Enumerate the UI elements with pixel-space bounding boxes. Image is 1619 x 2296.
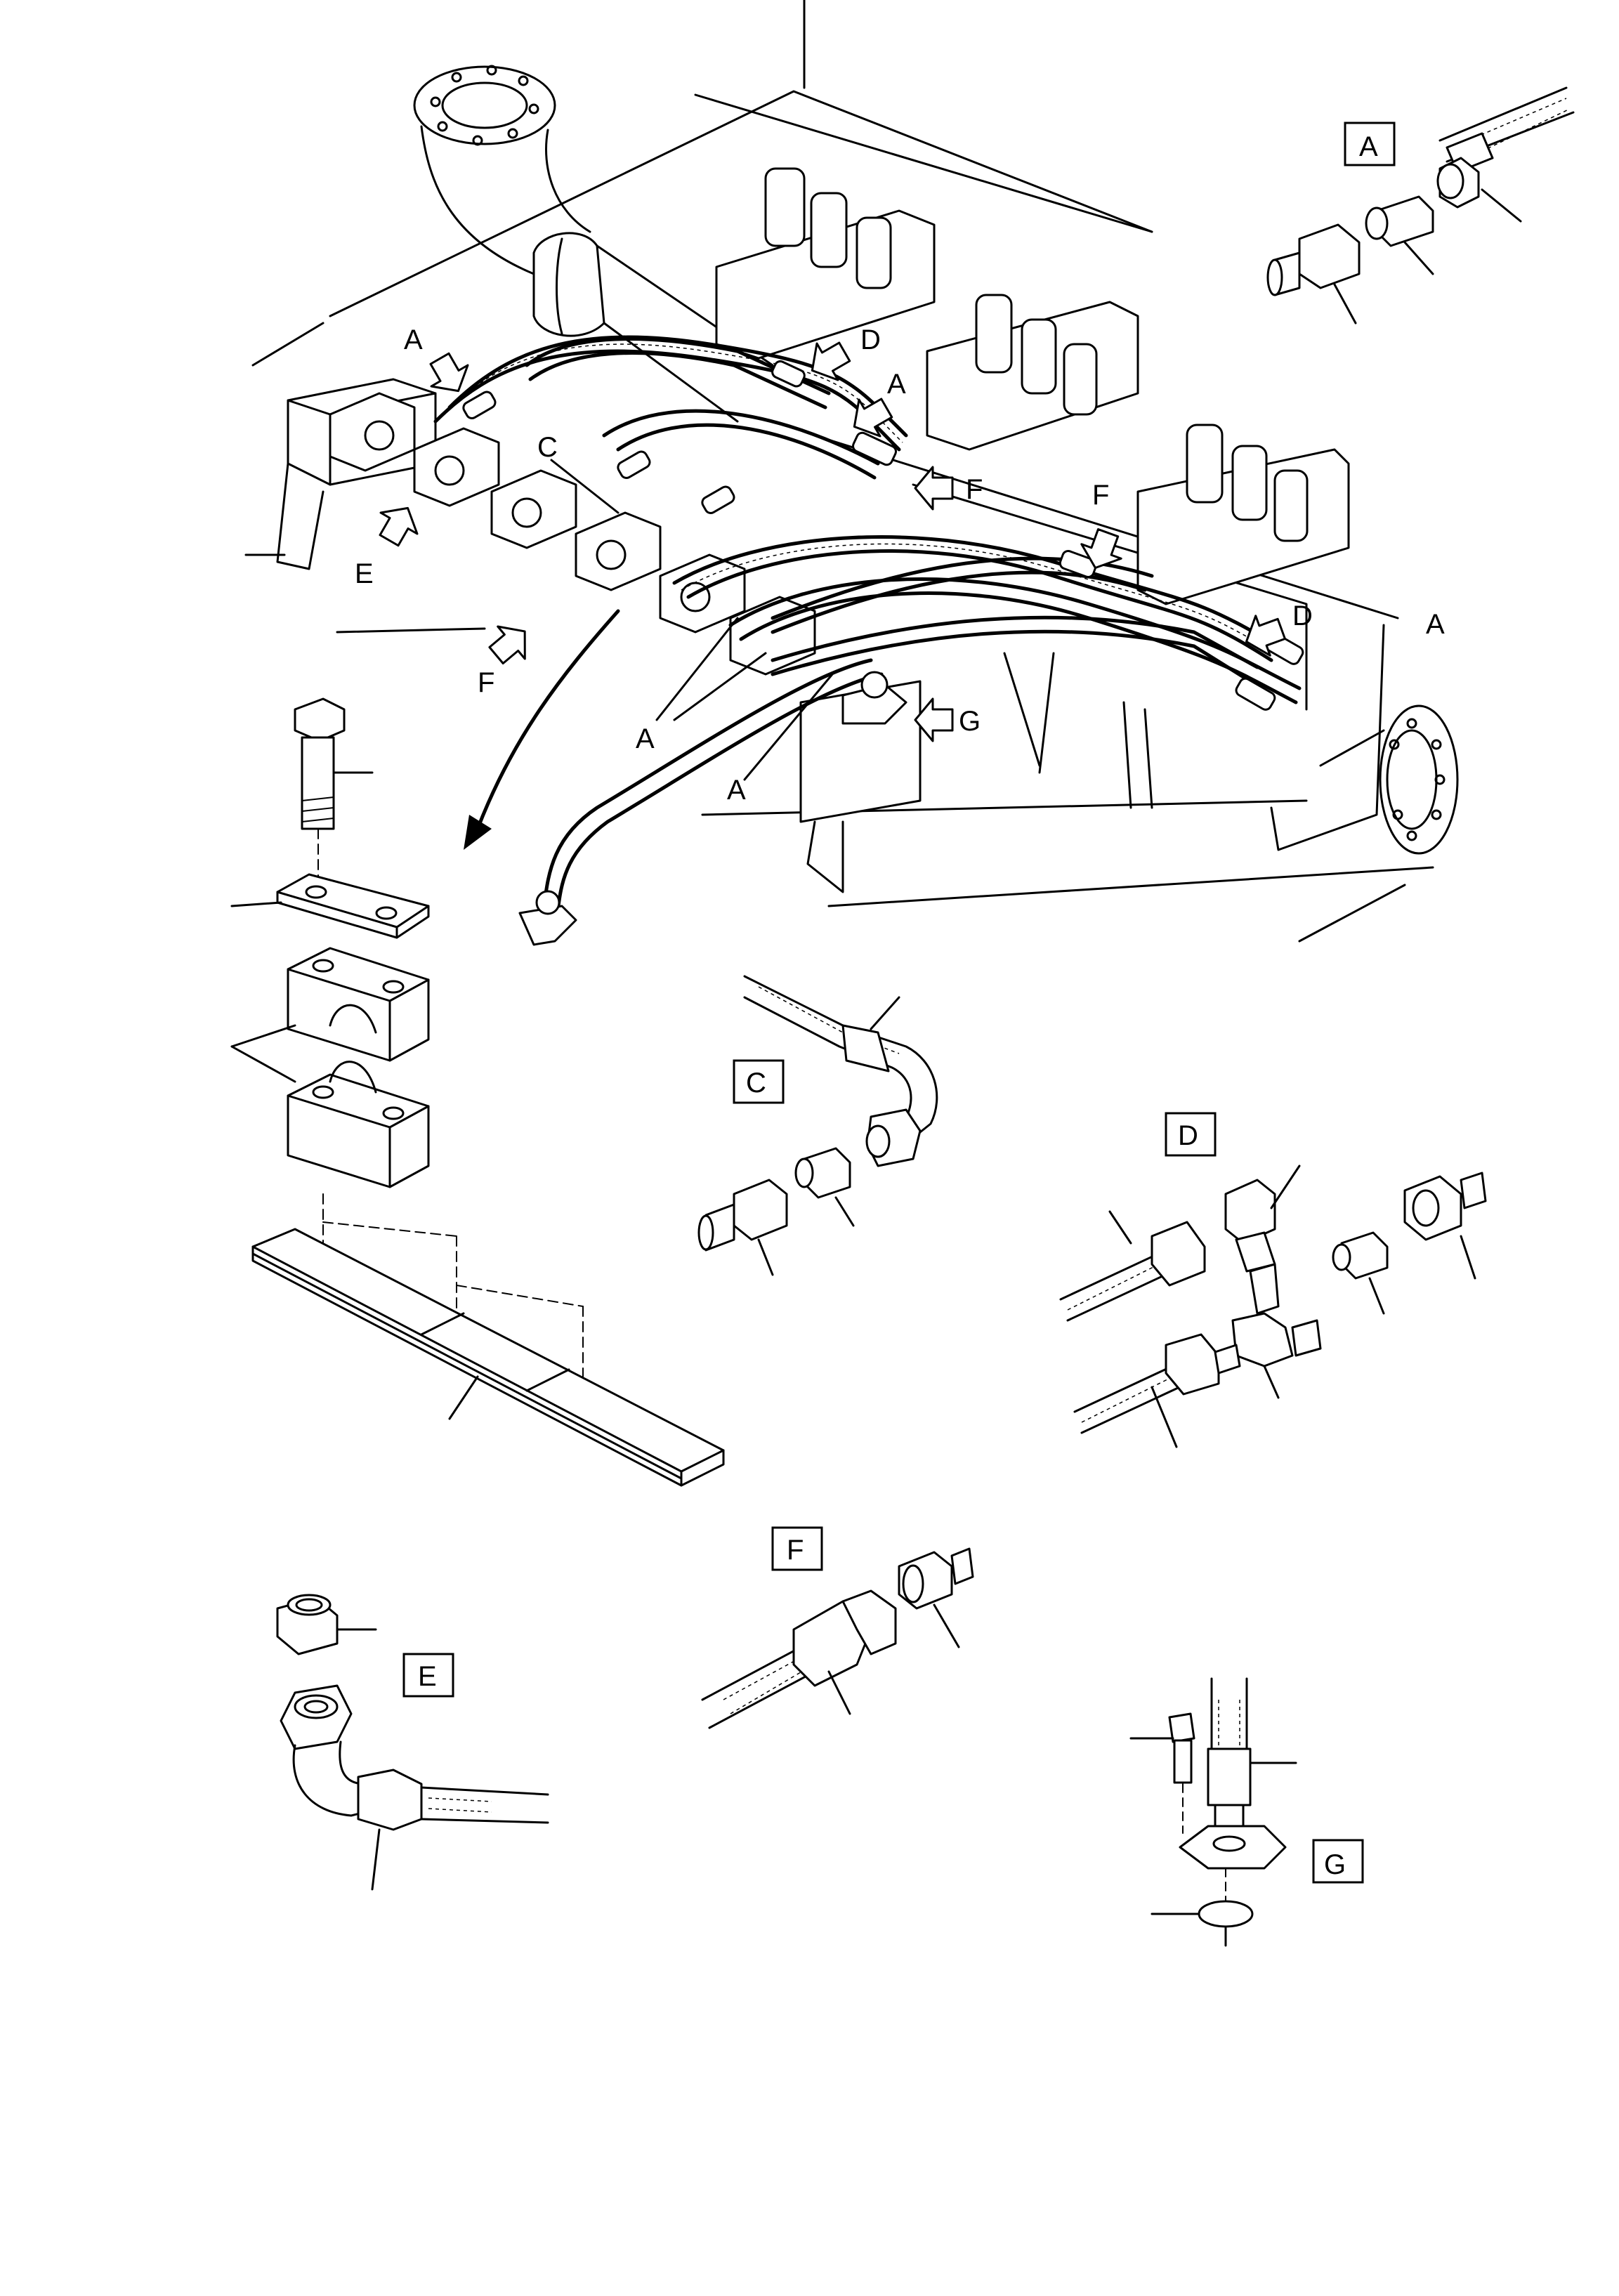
callout-A: A [727,775,746,806]
callout-F: F [966,474,983,505]
callout-arrows [379,341,1286,781]
detail-label-box-F [771,1526,823,1571]
callout-A: A [404,324,423,355]
callout-D: D [860,324,881,355]
callout-D: D [1292,601,1313,631]
detail-label-G: G [1324,1849,1346,1880]
callout-C: C [537,432,558,463]
engine-assembly [244,0,1459,946]
detail-G: G [1129,1677,1364,1947]
detail-label-A: A [1359,131,1378,162]
detail-label-D: D [1178,1120,1198,1151]
detail-C: C [697,975,938,1276]
callout-F: F [478,667,494,698]
detail-label-E: E [418,1661,437,1692]
detail-label-box-G [1312,1839,1364,1884]
detail-D: D [1059,1112,1487,1448]
callout-A: A [887,369,906,400]
detail-label-box-A [1344,122,1396,166]
detail-label-box-E [402,1653,454,1698]
detail-label-C: C [746,1068,766,1098]
callout-F: F [1092,480,1109,511]
callout-G: G [959,706,981,737]
detail-label-box-C [733,1059,785,1104]
callout-A: A [1426,609,1445,640]
detail-E: E [276,1594,549,1891]
detail-label-F: F [787,1535,804,1566]
callout-labels: A D A C F F D A E F G A A [355,324,1445,806]
detail-label-box-D [1165,1112,1217,1157]
detail-A: A [1266,86,1575,324]
callout-A: A [636,723,655,754]
clamp-assembly [230,697,725,1487]
callout-E: E [355,558,374,589]
detail-F: F [701,1526,974,1729]
